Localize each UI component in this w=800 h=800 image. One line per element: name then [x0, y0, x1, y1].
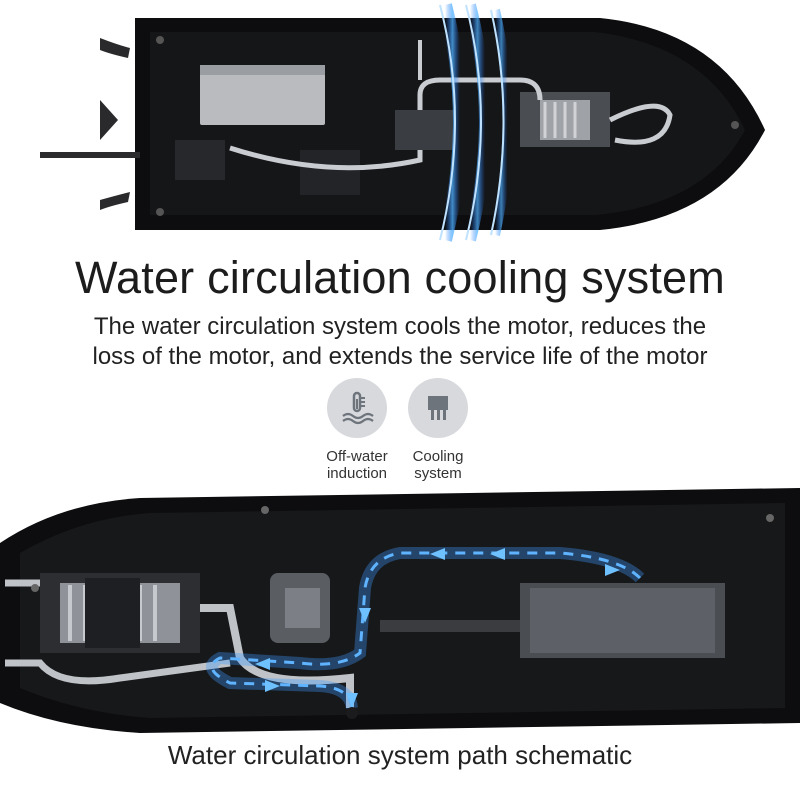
battery-pack — [200, 65, 325, 125]
subtitle: The water circulation system cools the m… — [20, 312, 780, 372]
feature-label: Off-water induction — [312, 448, 402, 482]
feature-label: Cooling system — [393, 448, 483, 482]
water-flow-path — [206, 547, 645, 710]
schematic-caption: Water circulation system path schematic — [167, 740, 633, 770]
feature-label-line-1: Off-water — [326, 448, 388, 465]
subtitle-line-2: loss of the motor, and extends the servi… — [92, 343, 708, 370]
feature-label-line-1: Cooling — [412, 448, 464, 465]
thermometer-water-icon — [342, 391, 374, 425]
subtitle-line-1: The water circulation system cools the m… — [93, 313, 707, 340]
chip-icon — [428, 396, 448, 420]
feature-label-line-2: induction — [326, 465, 388, 482]
bottom-boat-hull-image — [0, 488, 800, 733]
top-boat-hull-image — [40, 3, 765, 242]
cooling-flow-glow — [438, 3, 513, 242]
feature-cooling-system: Cooling system — [393, 378, 483, 482]
feature-off-water-induction: Off-water induction — [312, 378, 402, 482]
feature-icon-circle — [408, 378, 468, 438]
feature-label-line-2: system — [414, 465, 462, 482]
page-title: Water circulation cooling system — [75, 252, 725, 303]
feature-icon-circle — [327, 378, 387, 438]
